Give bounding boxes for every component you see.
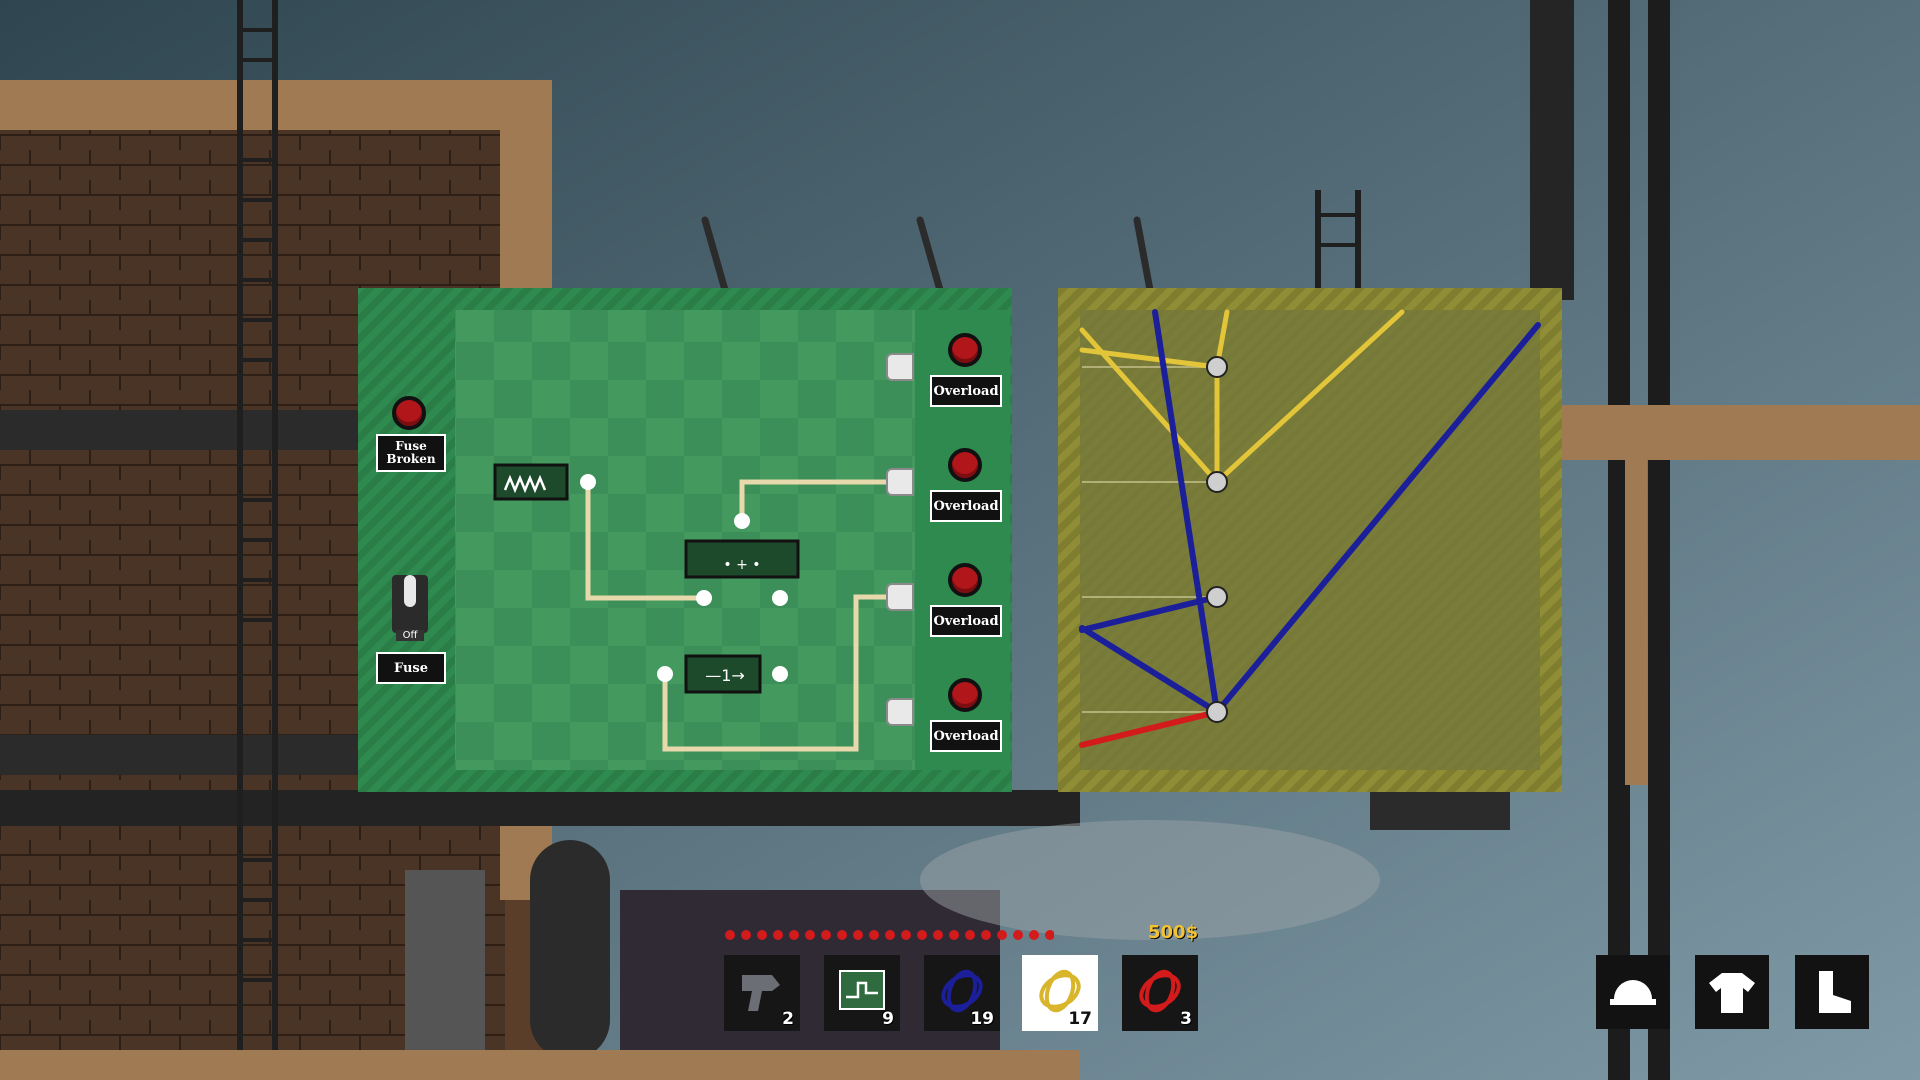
overload-label-1: Overload (930, 375, 1002, 407)
svg-text:• + •: • + • (723, 557, 760, 573)
equipment-slot-shirt[interactable] (1695, 955, 1769, 1029)
red-wire-icon (1139, 969, 1181, 1013)
circuit-board-icon (839, 970, 885, 1010)
plug-socket-2[interactable] (886, 468, 914, 496)
inventory-count: 2 (782, 1009, 794, 1029)
inventory-count: 9 (882, 1009, 894, 1029)
drill-icon (742, 975, 780, 1011)
money-counter: 500$ (1148, 922, 1199, 943)
inventory-count: 19 (970, 1009, 994, 1029)
fuse-indicator-light (392, 396, 426, 430)
plug-socket-3[interactable] (886, 583, 914, 611)
plug-socket-4[interactable] (886, 698, 914, 726)
inventory-count: 17 (1068, 1009, 1092, 1029)
fuse-broken-label: Fuse Broken (376, 434, 446, 472)
splitter-component (684, 539, 800, 579)
overload-label-4: Overload (930, 720, 1002, 752)
shirt-icon (1709, 973, 1755, 1013)
overload-light-4 (948, 678, 982, 712)
fuse-label: Fuse (376, 652, 446, 684)
health-dots (725, 930, 1054, 940)
overload-label-2: Overload (930, 490, 1002, 522)
inventory-slot-circuit-board[interactable]: 9 (824, 955, 900, 1031)
yellow-wire-icon (1039, 969, 1081, 1013)
overload-light-1 (948, 333, 982, 367)
switch-state-label: Off (396, 630, 424, 641)
switch-component (684, 654, 762, 694)
overload-light-3 (948, 563, 982, 597)
svg-text:—1→: —1→ (705, 666, 745, 685)
inventory-slot-red-wire[interactable]: 3 (1122, 955, 1198, 1031)
equipment-slot-helmet[interactable] (1596, 955, 1670, 1029)
inventory-slot-yellow-wire[interactable]: 17 (1022, 955, 1098, 1031)
blue-wire-icon (941, 969, 983, 1013)
boot-icon (1819, 971, 1851, 1013)
inventory-count: 3 (1180, 1009, 1192, 1029)
wiring-board[interactable] (1080, 310, 1540, 770)
helmet-icon (1610, 980, 1656, 1005)
equipment-slot-boots[interactable] (1795, 955, 1869, 1029)
plug-socket-1[interactable] (886, 353, 914, 381)
overload-light-2 (948, 448, 982, 482)
inventory-slot-drill[interactable]: 2 (724, 955, 800, 1031)
inventory-slot-blue-wire[interactable]: 19 (924, 955, 1000, 1031)
overload-label-3: Overload (930, 605, 1002, 637)
